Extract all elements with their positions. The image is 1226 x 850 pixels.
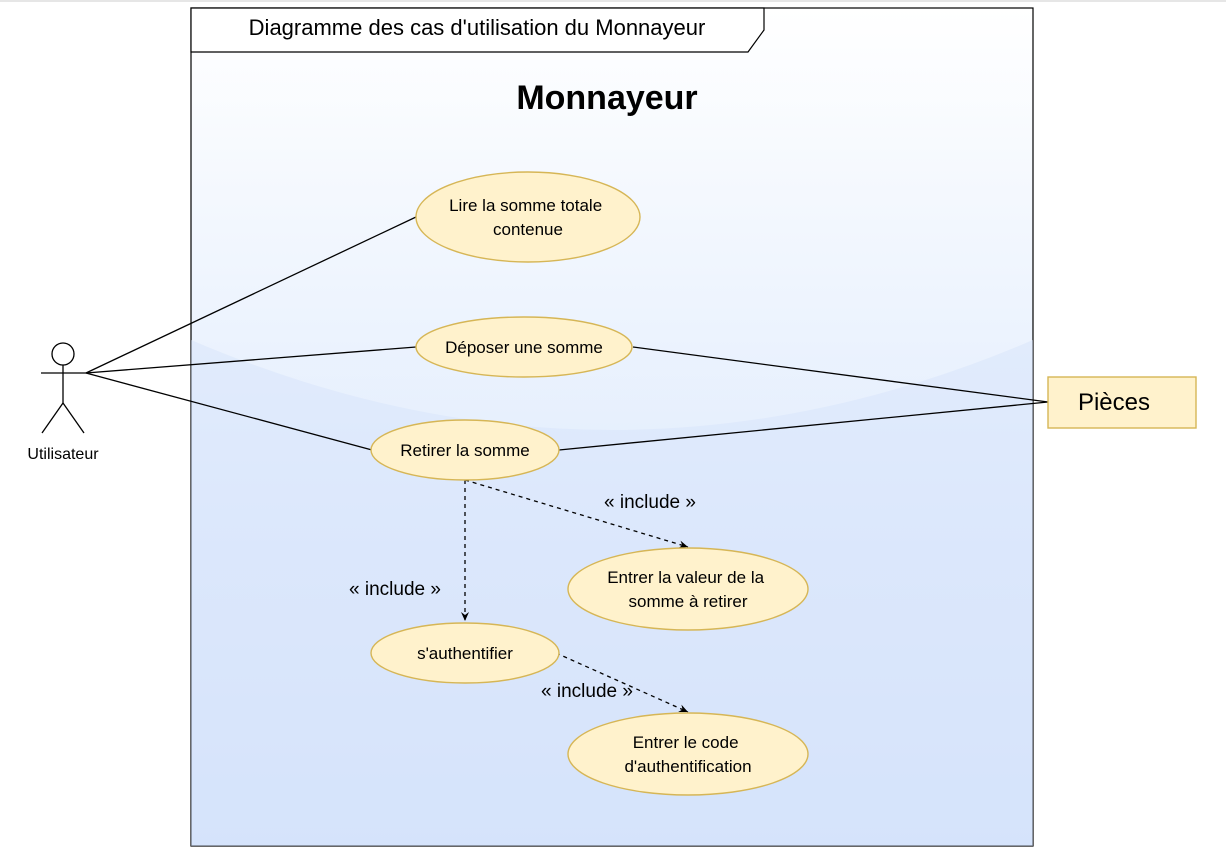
include-label-2: « include » — [349, 579, 441, 600]
use-case-lire-line-1: Lire la somme totale — [449, 196, 602, 215]
association-user-retirer — [85, 372, 373, 451]
include-label-3: « include » — [541, 681, 633, 702]
svg-text:Entrer le code d'authent: Entrer le code d'authentification — [624, 733, 751, 776]
actor-pieces-label: Pièces — [1078, 389, 1150, 416]
system-title: Monnayeur — [516, 79, 697, 117]
svg-text:Déposer une somme: Déposer une somme — [445, 338, 603, 357]
association-retirer-pieces — [558, 401, 1049, 451]
actor-head — [51, 342, 75, 366]
actor-leg-left — [41, 402, 64, 434]
svg-text:Entrer la valeur de la s: Entrer la valeur de la somme à retirer — [607, 568, 769, 611]
include-relations — [461, 479, 689, 713]
window-top-border — [0, 0, 1226, 2]
association-user-lire — [85, 216, 417, 374]
svg-text:s'authentifier: s'authentifier — [417, 644, 513, 663]
use-case-retirer-line-1: Retirer la somme — [400, 441, 529, 460]
system-boundary[interactable] — [190, 7, 1034, 847]
use-case-entrer-code[interactable]: Entrer le code d'authentification — [567, 712, 809, 796]
actor-utilisateur-label: Utilisateur — [27, 446, 99, 463]
use-case-lire-line-2: contenue — [493, 220, 563, 239]
use-case-entrer-valeur-line-1: Entrer la valeur de la — [607, 568, 764, 587]
actor-utilisateur[interactable] — [41, 342, 86, 434]
use-case-retirer[interactable]: Retirer la somme — [370, 419, 560, 481]
actor-pieces[interactable]: Pièces — [1047, 376, 1197, 429]
frame-tab: Diagramme des cas d'utilisation du Monna… — [190, 7, 765, 53]
frame-title: Diagramme des cas d'utilisation du Monna… — [249, 15, 706, 40]
use-case-entrer-code-line-2: d'authentification — [624, 757, 751, 776]
use-case-deposer-line-1: Déposer une somme — [445, 338, 603, 357]
use-case-lire[interactable]: Lire la somme totale contenue — [415, 171, 641, 263]
use-case-deposer[interactable]: Déposer une somme — [415, 316, 633, 378]
actor-leg-right — [62, 402, 85, 434]
include-label-1: « include » — [604, 492, 696, 513]
use-case-authentifier-line-1: s'authentifier — [417, 644, 513, 663]
include-retirer-entrer-valeur — [464, 479, 689, 549]
svg-text:Retirer la somme: Retirer la somme — [400, 441, 529, 460]
include-authentifier-entrer-code — [555, 652, 689, 713]
association-deposer-pieces — [632, 346, 1049, 403]
use-case-entrer-valeur[interactable]: Entrer la valeur de la somme à retirer — [567, 547, 809, 631]
association-user-deposer — [85, 346, 417, 374]
use-case-entrer-valeur-line-2: somme à retirer — [628, 592, 747, 611]
svg-text:Lire la somme totale con: Lire la somme totale contenue — [449, 196, 607, 239]
use-case-authentifier[interactable]: s'authentifier — [370, 622, 560, 684]
use-case-entrer-code-line-1: Entrer le code — [633, 733, 739, 752]
associations — [85, 216, 1049, 451]
